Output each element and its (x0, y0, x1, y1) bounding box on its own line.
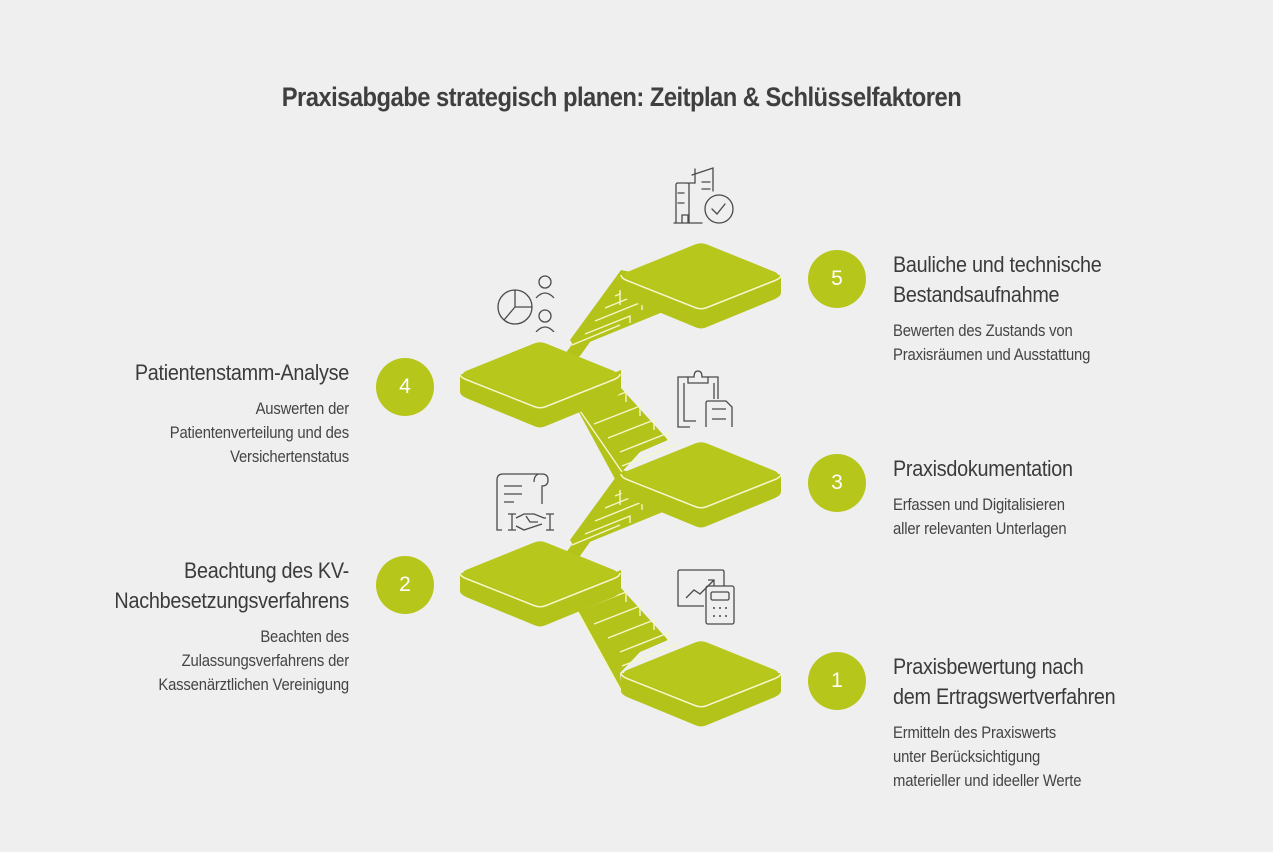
step-2-title: Beachtung des KV- Nachbesetzungsverfahre… (114, 558, 349, 613)
step-4-text: Patientenstamm-Analyse Auswerten der Pat… (50, 358, 349, 469)
step-2-description: Beachten des Zulassungsverfahrens der Ka… (158, 628, 349, 694)
step-1-badge: 1 (808, 652, 866, 710)
step-1-text: Praxisbewertung nach dem Ertragswertverf… (893, 652, 1213, 793)
contract-handshake-icon (496, 473, 554, 531)
step-3-badge: 3 (808, 454, 866, 512)
step-1-title: Praxisbewertung nach dem Ertragswertverf… (893, 654, 1116, 709)
step-3-title: Praxisdokumentation (893, 456, 1073, 481)
step-5-text: Bauliche und technische Bestandsaufnahme… (893, 250, 1193, 367)
step-3-description: Erfassen und Digitalisieren aller releva… (893, 496, 1067, 538)
pie-chart-people-icon (497, 275, 555, 332)
step-4-badge: 4 (376, 358, 434, 416)
step-2-text: Beachtung des KV- Nachbesetzungsverfahre… (40, 556, 349, 697)
step-5-description: Bewerten des Zustands von Praxisräumen u… (893, 322, 1091, 364)
clipboard-document-icon (677, 370, 733, 428)
building-check-icon (673, 167, 734, 224)
step-4-title: Patientenstamm-Analyse (134, 360, 349, 385)
chart-calculator-icon (677, 569, 735, 625)
step-2-badge: 2 (376, 556, 434, 614)
step-1-description: Ermitteln des Praxiswerts unter Berücksi… (893, 724, 1082, 790)
step-5-title: Bauliche und technische Bestandsaufnahme (893, 252, 1102, 307)
platform-1 (620, 640, 782, 728)
page-title: Praxisabgabe strategisch planen: Zeitpla… (281, 82, 962, 112)
step-5-badge: 5 (808, 250, 866, 308)
step-4-description: Auswerten der Patientenverteilung und de… (169, 400, 349, 466)
step-3-text: Praxisdokumentation Erfassen und Digital… (893, 454, 1193, 541)
